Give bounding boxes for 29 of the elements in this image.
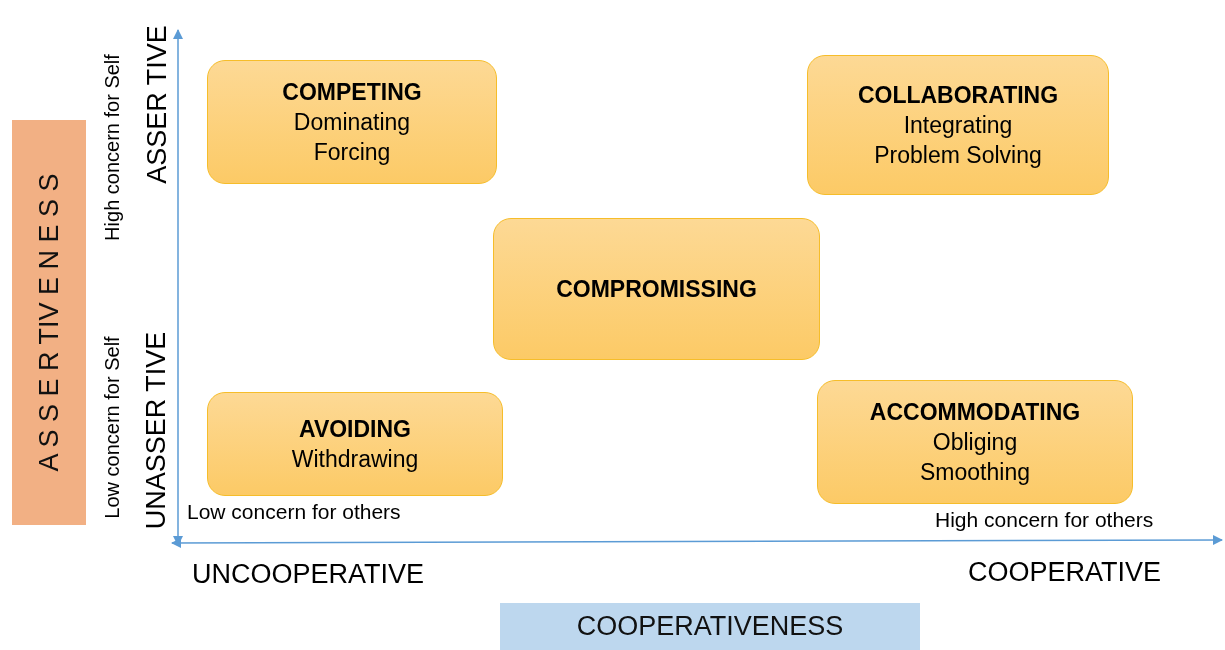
axis-title: A S S E R TIV E N E S S — [33, 173, 65, 472]
axis-label: UNASSER TIVE — [141, 331, 173, 529]
axis-title: COOPERATIVENESS — [576, 611, 844, 642]
style-description: Integrating — [903, 111, 1013, 140]
axis-title-band — [12, 120, 86, 525]
style-box — [817, 380, 1133, 504]
axis-note: Low concern for Self — [100, 335, 124, 519]
style-title: COLLABORATING — [857, 81, 1059, 110]
style-description: Dominating — [293, 108, 411, 137]
axis-label: ASSER TIVE — [141, 24, 173, 184]
style-description: Withdrawing — [291, 445, 419, 474]
style-title: AVOIDING — [299, 415, 411, 444]
style-description: Forcing — [313, 138, 391, 167]
style-box — [493, 218, 820, 360]
style-title: COMPROMISSING — [556, 275, 757, 304]
style-box — [207, 60, 497, 184]
axis-label: COOPERATIVE — [968, 557, 1162, 588]
axis-note: Low concern for others — [187, 500, 401, 524]
axis-note: High concern for others — [935, 508, 1154, 532]
style-box — [207, 392, 503, 496]
axis-title-band — [500, 603, 920, 650]
style-box — [807, 55, 1109, 195]
style-title: ACCOMMODATING — [869, 398, 1081, 427]
style-description: Smoothing — [920, 458, 1030, 487]
style-title: COMPETING — [282, 78, 422, 107]
style-description: Obliging — [932, 428, 1018, 457]
axis-note: High concern for Self — [100, 53, 124, 241]
axis-label: UNCOOPERATIVE — [192, 559, 425, 590]
style-description: Problem Solving — [874, 141, 1042, 170]
